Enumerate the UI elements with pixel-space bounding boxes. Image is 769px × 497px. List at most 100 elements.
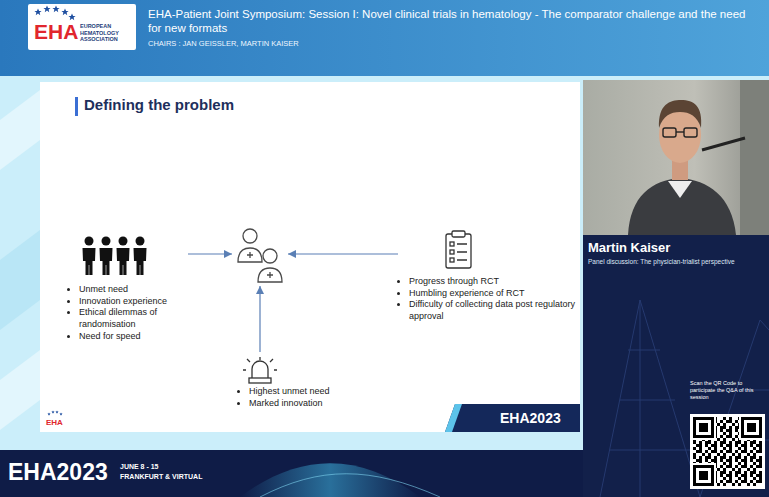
frame bbox=[0, 350, 40, 430]
qr-code bbox=[699, 471, 708, 480]
slide bbox=[47, 410, 62, 415]
session-title: EHA-Patient Joint Symposium: Session I: … bbox=[148, 7, 748, 36]
slide bbox=[40, 82, 580, 432]
people-icon bbox=[83, 248, 96, 275]
frame bbox=[0, 90, 40, 170]
speaker-panel bbox=[600, 300, 700, 497]
clipboard-icon bbox=[457, 244, 467, 260]
slide bbox=[59, 412, 62, 415]
bullet-item: Humbling experience of RCT bbox=[409, 288, 576, 300]
people-icon bbox=[117, 248, 130, 275]
speaker-video bbox=[583, 80, 769, 235]
doctors-icon bbox=[258, 268, 282, 282]
people-icon bbox=[100, 248, 113, 275]
event-place: FRANKFURT & VIRTUAL bbox=[120, 473, 202, 481]
logo-subtitle: EUROPEAN HEMATOLOGY ASSOCIATION bbox=[80, 23, 130, 43]
chairs-line: CHAIRS : JAN GEISSLER, MARTIN KAISER bbox=[148, 40, 299, 49]
people-icon bbox=[85, 237, 94, 246]
qr-code bbox=[747, 423, 756, 432]
qr-code bbox=[696, 468, 711, 483]
alarm-icon bbox=[243, 357, 277, 370]
people-icon bbox=[83, 237, 147, 276]
speaker-name: Martin Kaiser bbox=[588, 241, 670, 256]
speaker-video bbox=[663, 128, 676, 137]
header-band bbox=[34, 8, 41, 15]
speaker-video bbox=[702, 138, 745, 150]
qr-code bbox=[692, 416, 716, 440]
clipboard-icon bbox=[446, 234, 471, 268]
people-icon bbox=[136, 237, 145, 246]
slide bbox=[445, 404, 462, 432]
speaker-role: Panel discussion: The physician-trialist… bbox=[588, 258, 758, 266]
slide-event-tag: EHA2023 bbox=[500, 410, 561, 426]
qr-code bbox=[739, 416, 763, 440]
speaker-panel bbox=[610, 350, 690, 450]
speaker-video bbox=[663, 128, 697, 137]
speaker-video bbox=[740, 80, 769, 235]
bottom-band bbox=[260, 474, 440, 497]
alarm-icon bbox=[243, 357, 277, 383]
qr-code bbox=[690, 414, 765, 489]
alarm-icon bbox=[249, 378, 271, 383]
logo-word: EHA bbox=[34, 20, 78, 44]
clipboard-icon bbox=[450, 242, 454, 246]
flow-arrow bbox=[288, 253, 398, 254]
header-band bbox=[68, 13, 75, 20]
people-icon bbox=[119, 237, 128, 246]
slide bbox=[47, 412, 50, 415]
clipboard-icon bbox=[452, 231, 465, 237]
header-band bbox=[0, 0, 769, 76]
doctors-icon bbox=[247, 252, 253, 258]
header-band bbox=[43, 5, 50, 12]
doctors-icon bbox=[238, 229, 282, 282]
speaker-video bbox=[684, 128, 697, 137]
doctors-icon bbox=[263, 249, 277, 263]
clipboard-icon bbox=[450, 250, 454, 254]
qr-code bbox=[696, 420, 711, 435]
bullet-item: Unmet need bbox=[79, 284, 188, 296]
header-band bbox=[28, 4, 136, 50]
bullet-list: Highest unmet needMarked innovation bbox=[238, 386, 350, 409]
bullet-item: Highest unmet need bbox=[249, 386, 350, 398]
header-band bbox=[52, 5, 59, 12]
speaker-panel bbox=[600, 300, 769, 497]
bullet-item: Ethical dilemmas of randomisation bbox=[79, 307, 188, 330]
bullet-item: Marked innovation bbox=[249, 398, 350, 410]
speaker-video bbox=[659, 100, 701, 128]
frame bbox=[0, 230, 40, 330]
qr-code bbox=[692, 416, 763, 487]
speaker-video bbox=[628, 178, 736, 235]
header-band bbox=[34, 5, 75, 20]
slide-heading: Defining the problem bbox=[84, 96, 234, 113]
alarm-icon bbox=[252, 361, 268, 378]
speaker-video bbox=[676, 131, 684, 132]
bullet-item: Difficulty of collecting data post regul… bbox=[409, 299, 576, 322]
doctors-icon bbox=[243, 229, 257, 243]
flow-arrow bbox=[188, 253, 232, 254]
clipboard-icon bbox=[446, 231, 471, 268]
bullet-item: Innovation experience bbox=[79, 296, 188, 308]
doctors-icon bbox=[238, 248, 262, 262]
qr-code bbox=[699, 423, 708, 432]
qr-code bbox=[692, 463, 716, 487]
qr-code bbox=[744, 420, 759, 435]
header-band bbox=[0, 0, 769, 76]
qr-code bbox=[741, 417, 762, 438]
stakeholder-group: Unmet needInnovation experienceEthical d… bbox=[68, 232, 188, 342]
slide bbox=[55, 410, 58, 413]
qr-code bbox=[690, 414, 765, 489]
speaker-panel bbox=[583, 235, 769, 497]
event-dates: JUNE 8 - 15 bbox=[120, 463, 159, 471]
bottom-band bbox=[0, 450, 583, 497]
speaker-video bbox=[668, 181, 692, 198]
qr-note: Scan the QR Code to participate the Q&A … bbox=[690, 380, 766, 401]
clipboard-icon bbox=[450, 258, 454, 262]
slide bbox=[40, 82, 580, 432]
bullet-item: Progress through RCT bbox=[409, 276, 576, 288]
physician-node bbox=[232, 222, 288, 286]
people-icon bbox=[102, 237, 111, 246]
bullet-list: Progress through RCTHumbling experience … bbox=[398, 276, 576, 323]
speaker-video bbox=[583, 80, 769, 235]
